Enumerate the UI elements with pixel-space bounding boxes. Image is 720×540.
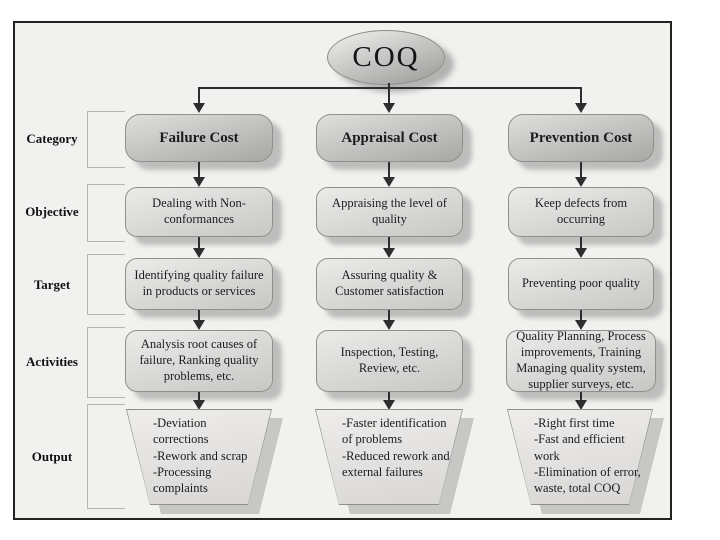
connector-stem (388, 237, 390, 248)
row-label-activities: Activities (26, 354, 78, 369)
arrow-down-icon (193, 177, 205, 187)
connector-stem (580, 310, 582, 320)
arrow-down-icon (383, 103, 395, 113)
connector-stem (388, 392, 390, 400)
row-bracket-activities (87, 327, 125, 398)
output-line: -Reduced rework and external failures (342, 448, 450, 479)
prevention-objective-text: Keep defects from occurring (534, 196, 628, 226)
prevention-activities-box: Quality Planning, Process improvements, … (506, 329, 656, 392)
row-bracket-target (87, 254, 125, 315)
output-line: -Fast and efficient work (534, 432, 625, 463)
appraisal-category-label: Appraisal Cost (341, 129, 438, 146)
output-line: -Elimination of error, waste, total COQ (534, 464, 641, 495)
row-bracket-objective (87, 184, 125, 242)
arrow-down-icon (193, 320, 205, 330)
connector-stem (580, 237, 582, 248)
connector-stub (388, 83, 390, 89)
trapezoid-fill (127, 410, 271, 504)
connector-stem (198, 237, 200, 248)
coq-title: COQ (352, 41, 420, 73)
arrow-down-icon (575, 177, 587, 187)
arrow-down-icon (383, 320, 395, 330)
output-line: -Rework and scrap (153, 448, 248, 463)
arrow-down-icon (575, 103, 587, 113)
connector-stem (198, 310, 200, 320)
row-label-category: Category (26, 131, 78, 146)
appraisal-target-box: Assuring quality & Customer satisfaction (316, 258, 463, 310)
output-line: -Right first time (534, 416, 615, 430)
connector-stem (388, 89, 390, 103)
connector-stem (388, 310, 390, 320)
failure-target-text: Identifying quality failure in products … (134, 268, 264, 298)
output-line: -Processing complaints (153, 464, 212, 495)
failure-activities-box: Analysis root causes of failure, Ranking… (125, 330, 273, 392)
row-bracket-category (87, 111, 125, 168)
connector-horizontal-line (198, 87, 582, 89)
trapezoid-fill (508, 410, 652, 504)
prevention-output-text: -Right first time -Fast and efficient wo… (534, 415, 644, 501)
failure-target-box: Identifying quality failure in products … (125, 258, 273, 310)
failure-objective-text: Dealing with Non-conformances (152, 196, 246, 226)
connector-stem (198, 392, 200, 400)
appraisal-output-trapezoid: -Faster identification of problems -Redu… (315, 409, 463, 505)
prevention-activities-text: Quality Planning, Process improvements, … (516, 329, 646, 391)
connector-stem (580, 89, 582, 103)
connector-stem (580, 162, 582, 177)
coq-root-node: COQ (327, 30, 445, 85)
appraisal-objective-text: Appraising the level of quality (332, 196, 447, 226)
row-label-output: Output (31, 449, 73, 464)
failure-category-label: Failure Cost (159, 129, 239, 146)
row-bracket-output (87, 404, 125, 509)
arrow-down-icon (575, 248, 587, 258)
prevention-category-box: Prevention Cost (508, 114, 654, 162)
failure-category-box: Failure Cost (125, 114, 273, 162)
row-label-target: Target (33, 277, 71, 292)
output-line: -Faster identification of problems (342, 416, 447, 447)
arrow-down-icon (193, 103, 205, 113)
appraisal-target-text: Assuring quality & Customer satisfaction (335, 268, 444, 298)
arrow-down-icon (575, 320, 587, 330)
connector-stem (388, 162, 390, 177)
arrow-down-icon (383, 177, 395, 187)
appraisal-category-box: Appraisal Cost (316, 114, 463, 162)
appraisal-output-text: -Faster identification of problems -Redu… (342, 415, 454, 501)
connector-stem (198, 162, 200, 177)
prevention-objective-box: Keep defects from occurring (508, 187, 654, 237)
failure-output-trapezoid: -Deviation corrections -Rework and scrap… (126, 409, 272, 505)
arrow-down-icon (193, 400, 205, 410)
arrow-down-icon (383, 400, 395, 410)
output-line: -Deviation corrections (153, 416, 209, 447)
appraisal-activities-text: Inspection, Testing, Review, etc. (340, 345, 439, 375)
appraisal-activities-box: Inspection, Testing, Review, etc. (316, 330, 463, 392)
prevention-target-box: Preventing poor quality (508, 258, 654, 310)
arrow-down-icon (193, 248, 205, 258)
appraisal-objective-box: Appraising the level of quality (316, 187, 463, 237)
prevention-output-trapezoid: -Right first time -Fast and efficient wo… (507, 409, 653, 505)
connector-stem (198, 89, 200, 103)
connector-stem (580, 392, 582, 400)
failure-output-text: -Deviation corrections -Rework and scrap… (153, 415, 263, 501)
prevention-category-label: Prevention Cost (529, 129, 633, 146)
arrow-down-icon (383, 248, 395, 258)
failure-objective-box: Dealing with Non-conformances (125, 187, 273, 237)
row-label-objective: Objective (25, 204, 79, 219)
arrow-down-icon (575, 400, 587, 410)
trapezoid-fill (316, 410, 462, 504)
prevention-target-text: Preventing poor quality (521, 276, 641, 291)
failure-activities-text: Analysis root causes of failure, Ranking… (139, 337, 259, 383)
